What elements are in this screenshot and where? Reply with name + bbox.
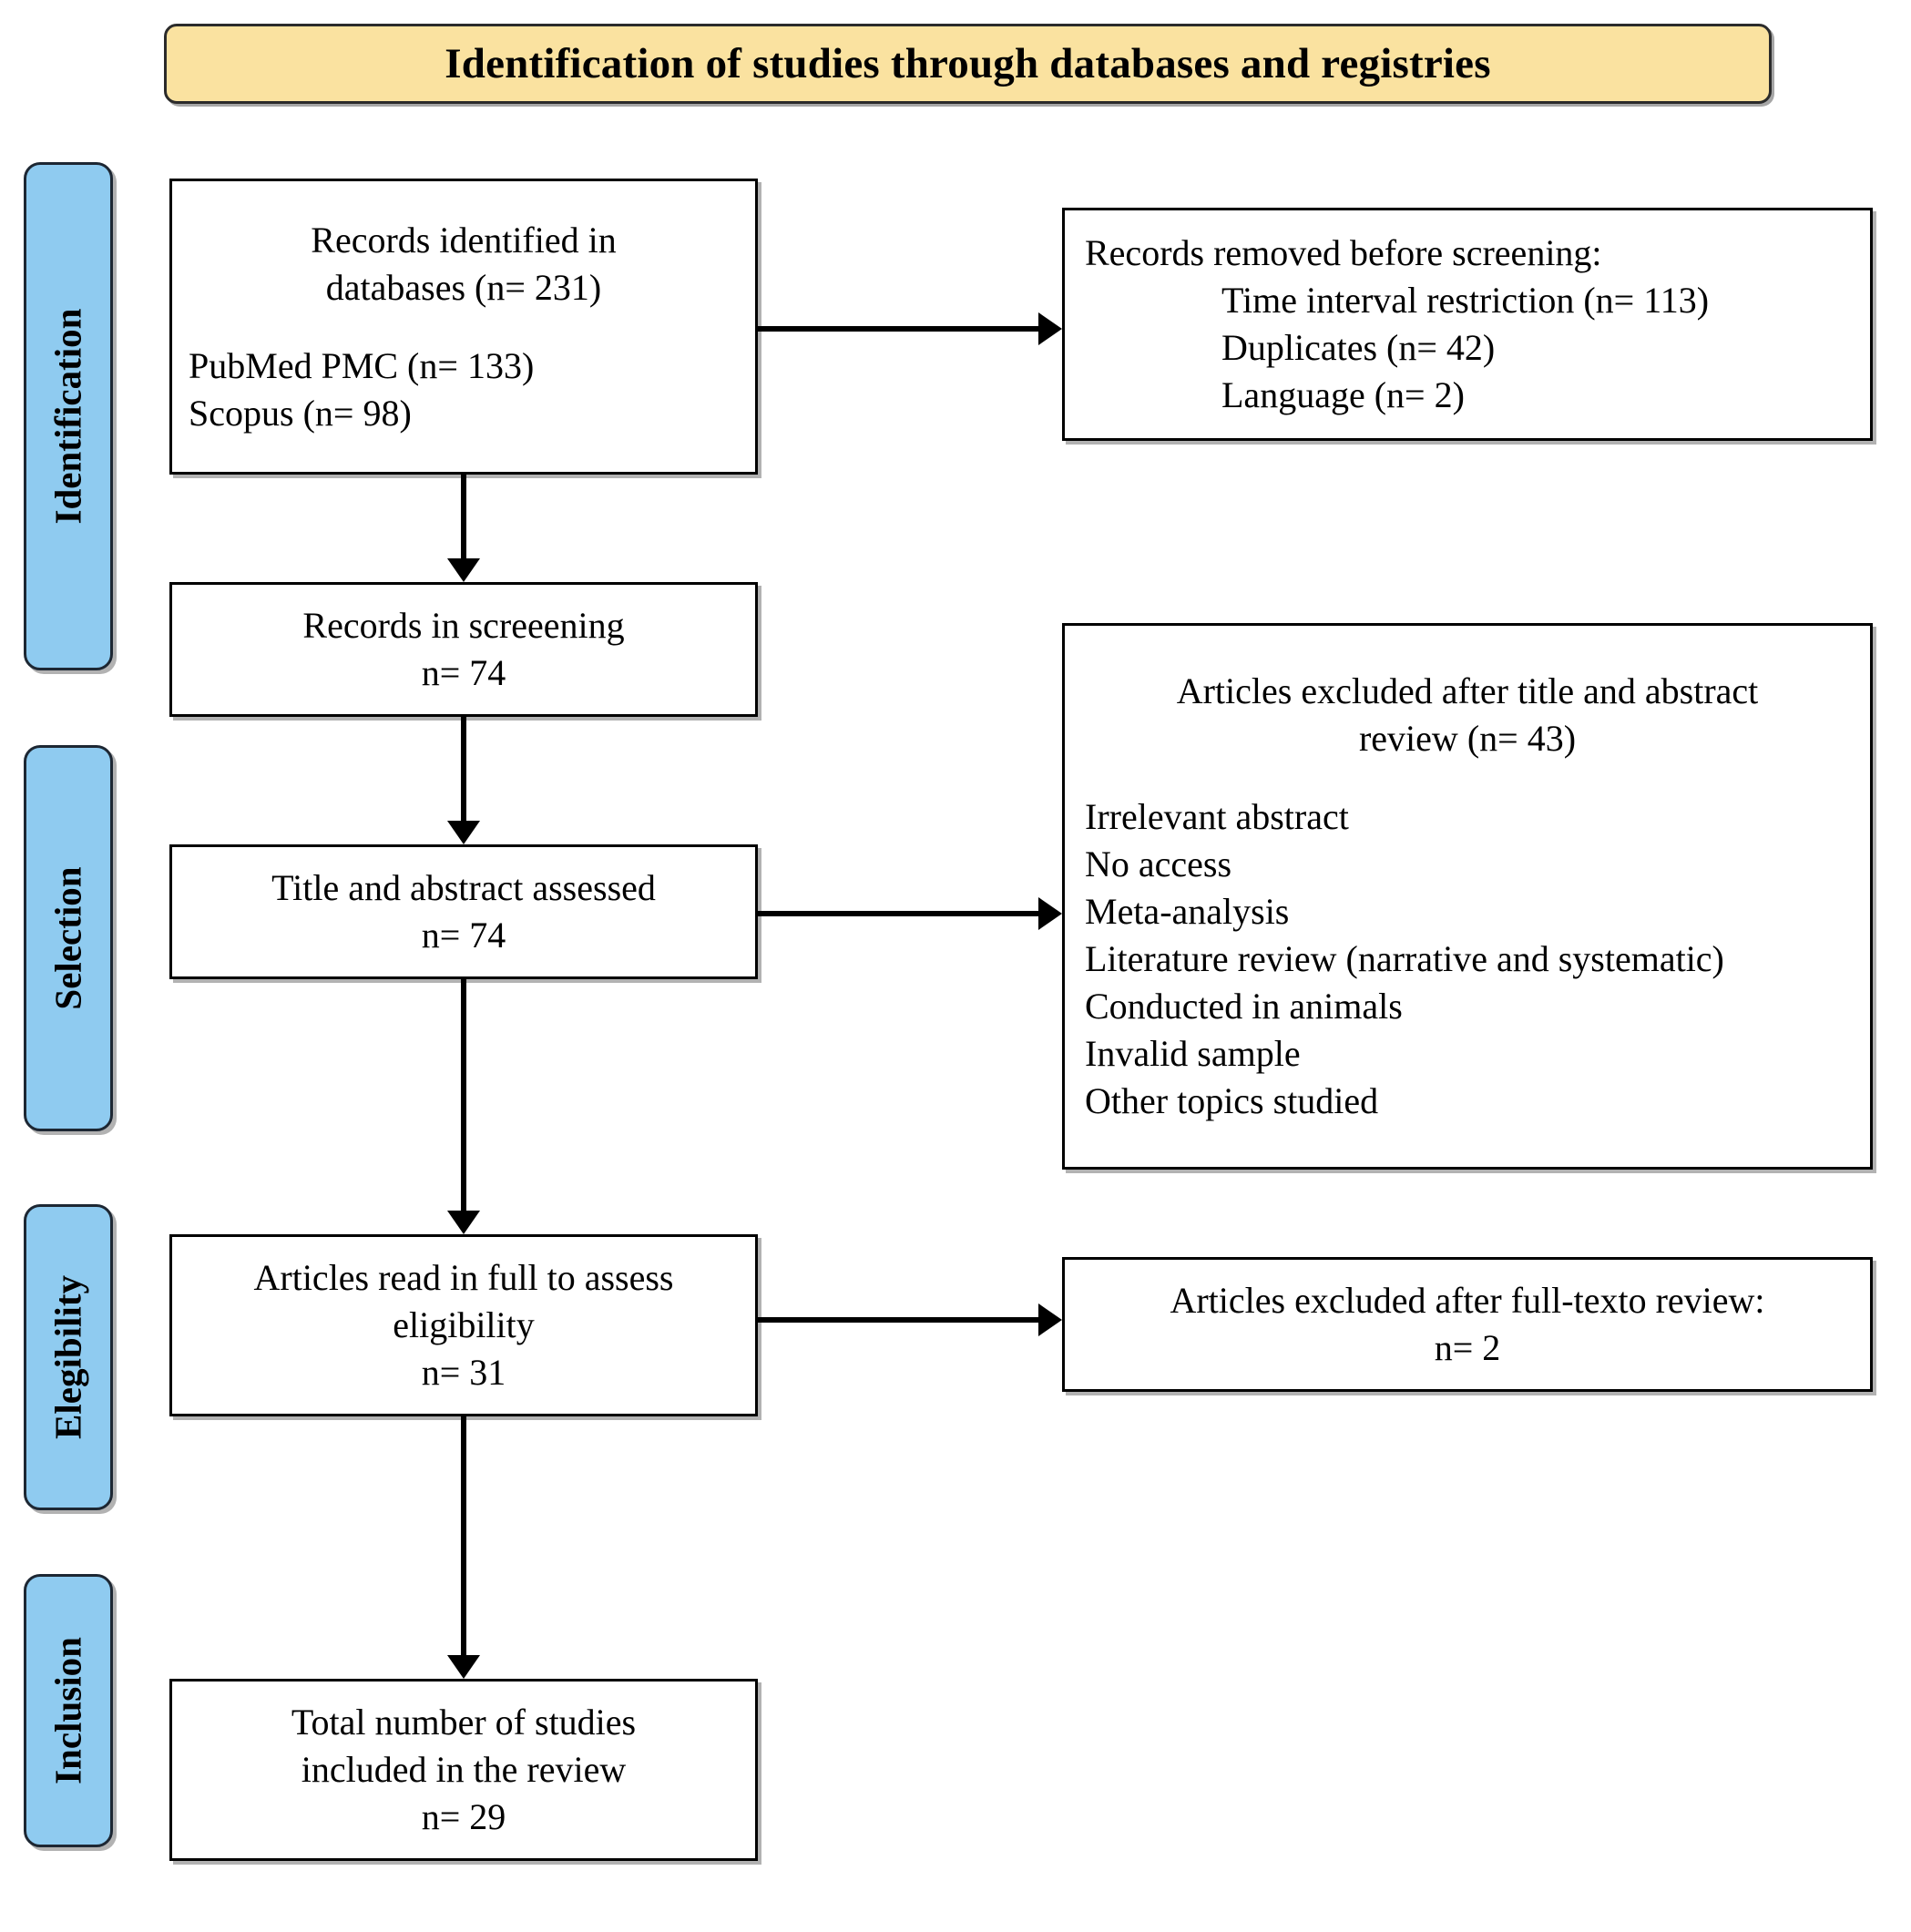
phase-bar-elegibility: Elegibility bbox=[24, 1204, 113, 1510]
connector-title-abstract-to-fulltext bbox=[461, 979, 466, 1216]
box-line-spacer bbox=[189, 312, 739, 342]
phase-label-selection: Selection bbox=[46, 866, 89, 1010]
box-records-identified: Records identified in databases (n= 231)… bbox=[169, 179, 758, 475]
box-line: Records in screeening bbox=[302, 605, 625, 646]
box-line: Total number of studies bbox=[291, 1702, 637, 1743]
phase-bar-inclusion: Inclusion bbox=[24, 1574, 113, 1847]
box-line: eligibility bbox=[393, 1304, 535, 1345]
box-line: included in the review bbox=[301, 1749, 627, 1790]
arrowhead-title-abstract-to-fulltext bbox=[447, 1211, 480, 1234]
box-line: Invalid sample bbox=[1085, 1033, 1301, 1074]
box-line-spacer bbox=[1085, 762, 1850, 793]
box-full-text-assessed: Articles read in full to assess eligibil… bbox=[169, 1234, 758, 1416]
box-line: Irrelevant abstract bbox=[1085, 796, 1349, 837]
box-records-in-screening: Records in screeening n= 74 bbox=[169, 582, 758, 717]
box-excluded-full-text: Articles excluded after full-texto revie… bbox=[1062, 1257, 1873, 1392]
phase-bar-selection: Selection bbox=[24, 745, 113, 1131]
box-line: n= 29 bbox=[421, 1796, 506, 1837]
phase-label-identification: Identification bbox=[46, 308, 89, 525]
box-line: Scopus (n= 98) bbox=[189, 392, 412, 434]
connector-identified-to-screening bbox=[461, 475, 466, 564]
box-line: Meta-analysis bbox=[1085, 891, 1290, 932]
arrowhead-identified-to-screening bbox=[447, 558, 480, 582]
page-title: Identification of studies through databa… bbox=[445, 39, 1491, 87]
box-line: Other topics studied bbox=[1085, 1080, 1379, 1121]
box-line: n= 31 bbox=[421, 1352, 506, 1393]
connector-fulltext-to-excluded bbox=[758, 1317, 1044, 1323]
box-line: review (n= 43) bbox=[1358, 718, 1577, 759]
box-line: Records identified in bbox=[311, 219, 617, 261]
arrowhead-fulltext-to-included bbox=[447, 1655, 480, 1679]
box-line: Records removed before screening: bbox=[1085, 232, 1602, 273]
diagram-title-banner: Identification of studies through databa… bbox=[164, 24, 1772, 104]
box-studies-included: Total number of studies included in the … bbox=[169, 1679, 758, 1861]
connector-identified-to-removed bbox=[758, 326, 1044, 332]
box-line: PubMed PMC (n= 133) bbox=[189, 344, 535, 386]
box-line: Literature review (narrative and systema… bbox=[1085, 938, 1724, 979]
box-excluded-title-abstract: Articles excluded after title and abstra… bbox=[1062, 623, 1873, 1170]
phase-label-inclusion: Inclusion bbox=[46, 1637, 89, 1784]
connector-title-abstract-to-excluded bbox=[758, 911, 1044, 916]
phase-bar-identification: Identification bbox=[24, 162, 113, 670]
box-title-abstract-assessed: Title and abstract assessed n= 74 bbox=[169, 844, 758, 979]
box-line: Articles excluded after title and abstra… bbox=[1176, 670, 1759, 711]
box-line: Conducted in animals bbox=[1085, 986, 1403, 1027]
box-line: Time interval restriction (n= 113) bbox=[1221, 280, 1710, 321]
box-line: n= 74 bbox=[421, 915, 506, 956]
arrowhead-identified-to-removed bbox=[1038, 312, 1062, 345]
arrowhead-fulltext-to-excluded bbox=[1038, 1303, 1062, 1336]
box-line: Articles read in full to assess bbox=[253, 1257, 674, 1298]
phase-label-elegibility: Elegibility bbox=[46, 1275, 89, 1439]
box-line: Articles excluded after full-texto revie… bbox=[1170, 1280, 1765, 1321]
box-line: No access bbox=[1085, 843, 1232, 884]
box-line: databases (n= 231) bbox=[325, 266, 602, 308]
arrowhead-title-abstract-to-excluded bbox=[1038, 897, 1062, 930]
box-line: n= 74 bbox=[421, 652, 506, 693]
box-line: Duplicates (n= 42) bbox=[1221, 327, 1496, 368]
connector-screening-to-title-abstract bbox=[461, 717, 466, 826]
box-line: Title and abstract assessed bbox=[271, 867, 656, 908]
arrowhead-screening-to-title-abstract bbox=[447, 821, 480, 844]
box-line: Language (n= 2) bbox=[1221, 374, 1465, 415]
box-line: n= 2 bbox=[1434, 1327, 1501, 1368]
box-records-removed-before-screening: Records removed before screening: Time i… bbox=[1062, 208, 1873, 441]
connector-fulltext-to-included bbox=[461, 1416, 466, 1661]
